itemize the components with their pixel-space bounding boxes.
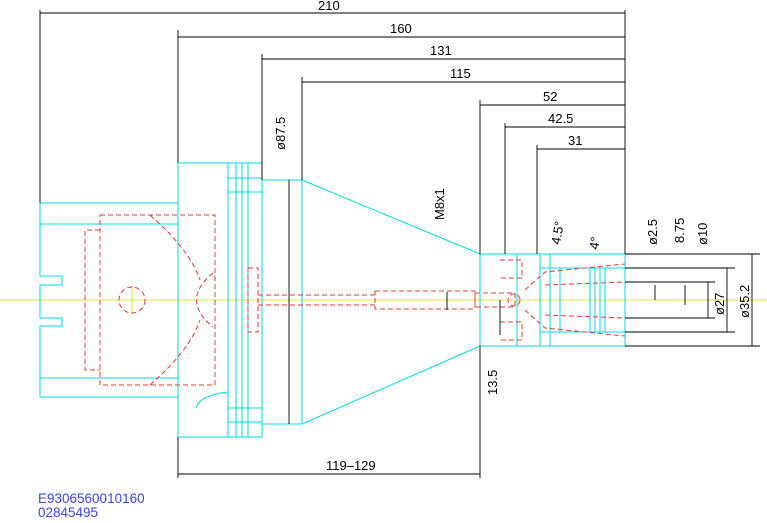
hidden-lines	[84, 214, 626, 386]
dim-thread: M8x1	[432, 188, 447, 220]
dim-8-75: 8.75	[672, 218, 687, 243]
dim-210: 210	[318, 0, 340, 13]
dim-31: 31	[568, 133, 582, 148]
dim-angle-4: 4°	[586, 236, 603, 251]
part-number: E9306560010160	[38, 491, 145, 506]
dim-dia-27: ø27	[712, 293, 727, 315]
dim-dia-35-2: ø35.2	[737, 285, 752, 318]
dimension-lines	[39, 10, 760, 478]
dim-dia-10: ø10	[695, 223, 710, 245]
dim-42-5: 42.5	[548, 111, 573, 126]
dim-131: 131	[430, 43, 452, 58]
dim-115: 115	[450, 66, 471, 81]
dim-13-5: 13.5	[485, 370, 500, 395]
dim-flange-diameter: ø87.5	[273, 117, 288, 150]
dim-dia-2-5: ø2.5	[645, 219, 660, 245]
serial-number: 02845495	[38, 505, 99, 520]
dim-160: 160	[390, 21, 412, 36]
dim-gauge-range: 119–129	[326, 458, 376, 473]
dim-angle-4-5: 4.5°	[548, 220, 567, 246]
dim-52: 52	[543, 89, 557, 104]
